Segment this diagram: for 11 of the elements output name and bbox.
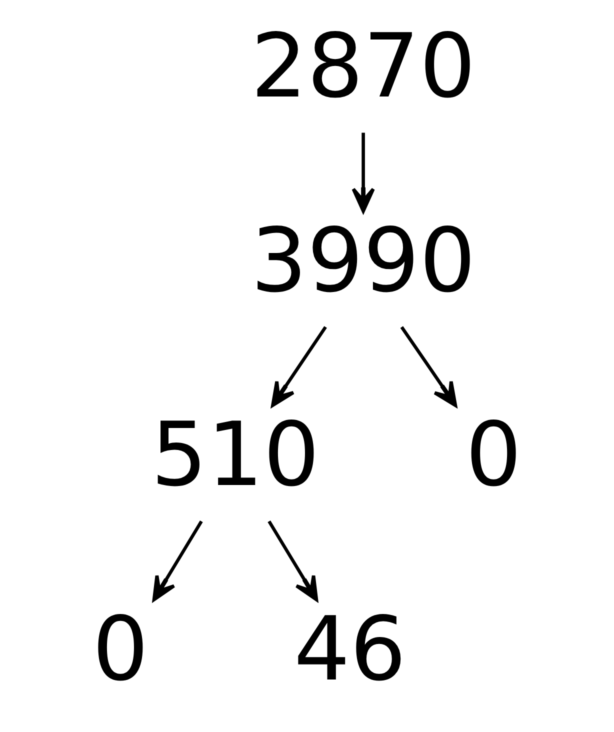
node-text: 2870 — [250, 14, 476, 118]
node-text: 0 — [92, 598, 149, 701]
arrow — [268, 520, 318, 602]
arrow — [352, 132, 375, 213]
node-text: 0 — [465, 403, 522, 506]
node-text: 510 — [150, 403, 320, 506]
arrow — [271, 326, 327, 408]
arrow — [400, 326, 458, 408]
node-text: 3990 — [250, 208, 476, 312]
node-text: 46 — [294, 598, 406, 701]
arrow — [152, 520, 203, 602]
